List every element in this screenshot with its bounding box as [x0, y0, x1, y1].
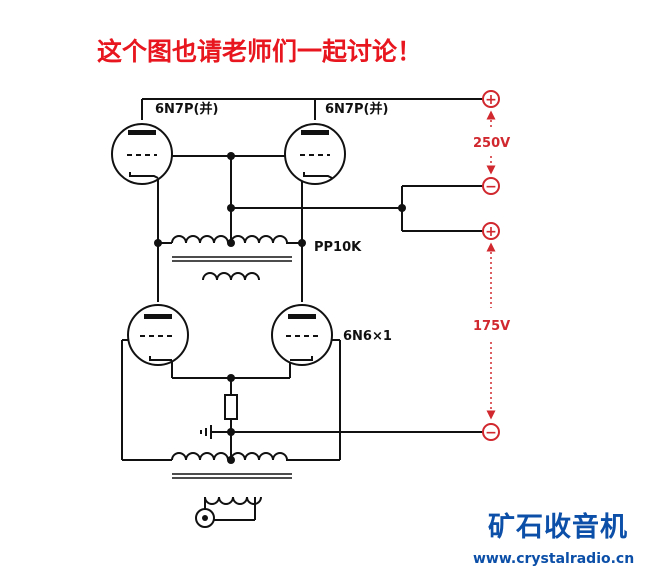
output-transformer: [171, 235, 288, 281]
svg-text:+: +: [485, 92, 497, 108]
svg-text:−: −: [485, 179, 497, 195]
terminal-plus-top: +: [482, 90, 500, 108]
label-tube-bottom: 6N6×1: [343, 329, 392, 344]
junction-dots: [154, 152, 406, 464]
cathode-resistor: [224, 394, 238, 420]
ground-icon: [200, 425, 212, 439]
diagram-title: 这个图也请老师们一起讨论！: [97, 37, 423, 66]
tube-6n6-left: [127, 304, 189, 366]
tube-6n7p-left: [111, 123, 173, 185]
svg-text:+: +: [485, 224, 497, 240]
wires: [121, 98, 484, 521]
terminal-plus-bottom: +: [482, 222, 500, 240]
label-voltage-upper: 250V: [473, 136, 510, 151]
label-tube-top-right: 6N7P(并): [325, 101, 388, 117]
brand-url: www.crystalradio.cn: [473, 551, 635, 567]
terminal-minus-bottom: −: [482, 423, 500, 441]
tube-6n6-right: [271, 304, 333, 366]
label-tube-top-left: 6N7P(并): [155, 101, 218, 117]
brand-logo-text: 矿石收音机: [488, 512, 628, 543]
label-voltage-lower: 175V: [473, 319, 510, 334]
svg-text:−: −: [485, 425, 497, 441]
input-jack-icon: [195, 508, 215, 528]
tube-6n7p-right: [284, 123, 346, 185]
label-transformer: PP10K: [314, 240, 362, 255]
input-transformer: [171, 452, 288, 505]
terminal-minus-top: −: [482, 177, 500, 195]
